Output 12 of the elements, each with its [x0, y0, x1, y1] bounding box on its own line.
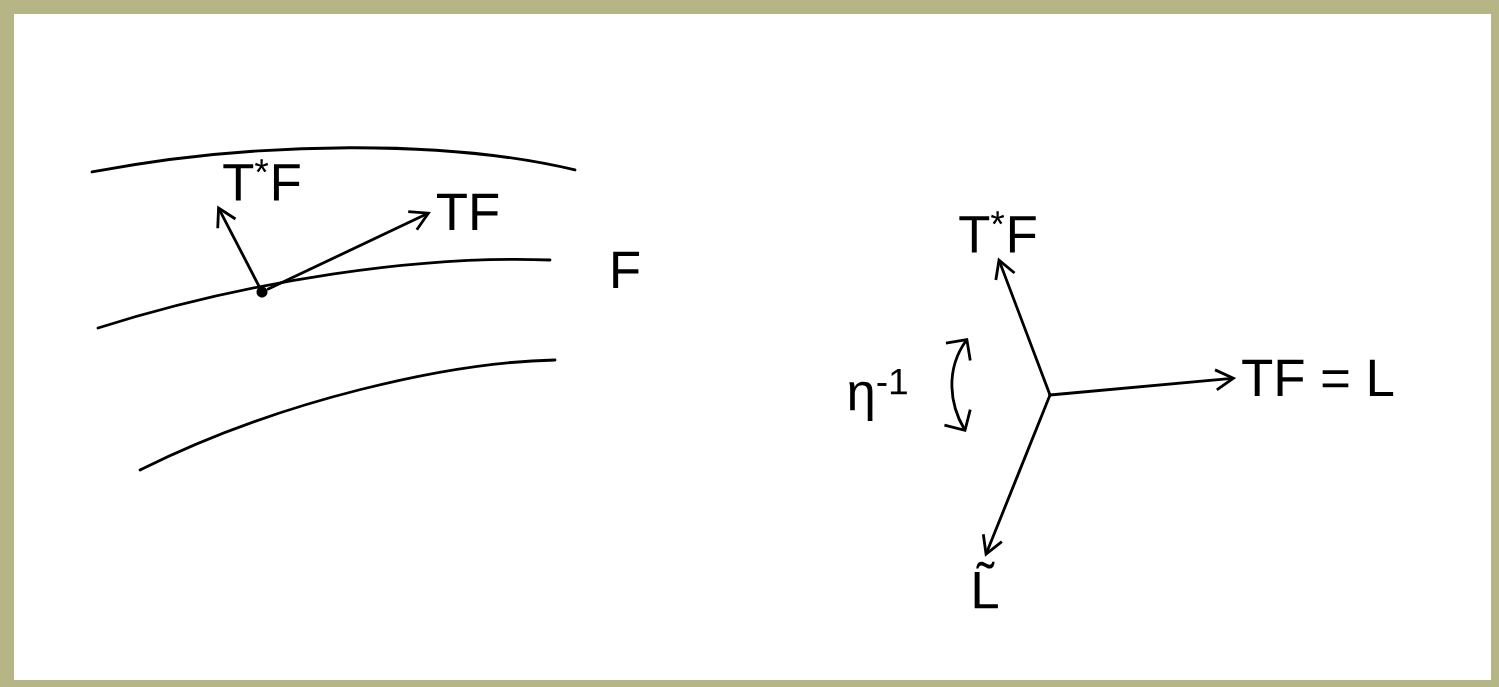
math-label: η$^{-1}$ — [849, 368, 907, 422]
math-label: L̃ — [974, 561, 998, 609]
arrow — [266, 210, 431, 291]
arrow — [1048, 368, 1237, 397]
arrow — [981, 393, 1052, 557]
math-label: T$^{*}$F — [223, 159, 300, 201]
arrow — [216, 205, 261, 288]
math-label: TF — [437, 193, 499, 231]
math-label: T$^{*}$F — [959, 211, 1036, 253]
math-label: TF = L — [1242, 359, 1394, 397]
arrow — [994, 257, 1052, 397]
math-label: F — [613, 251, 639, 289]
